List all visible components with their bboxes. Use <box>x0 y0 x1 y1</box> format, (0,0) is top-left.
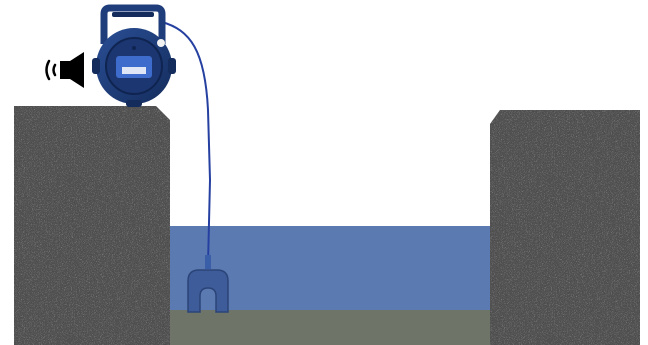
left-bank <box>14 106 170 345</box>
sound-waves-icon <box>47 61 56 79</box>
speaker-icon <box>47 52 85 88</box>
reel-indicator-dot <box>157 39 165 47</box>
sediment-layer <box>168 310 490 345</box>
reel-button <box>132 46 136 50</box>
right-bank <box>490 110 640 345</box>
cable-reel <box>92 8 176 107</box>
